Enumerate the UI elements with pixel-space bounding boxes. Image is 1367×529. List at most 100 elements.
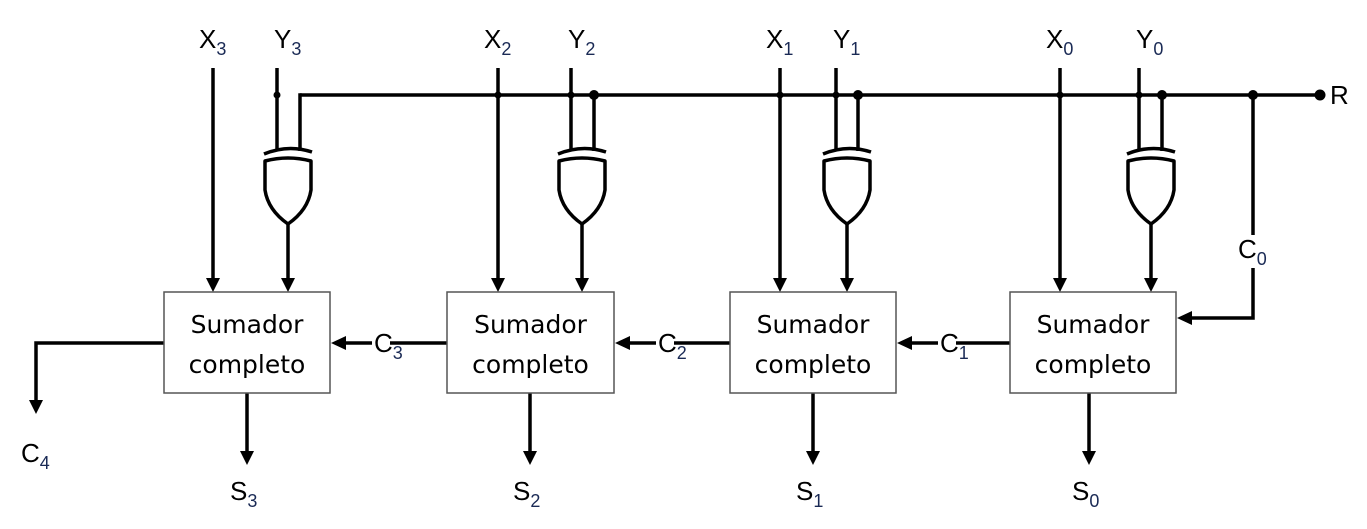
stage-bit-3-carry-arrow-icon (331, 336, 346, 350)
stage-bit-2-carry-arrow-icon (615, 336, 630, 350)
stage-bit-0-y-crossing-dot (1135, 91, 1143, 99)
xor-gate-body (557, 156, 607, 226)
stage-bit-0-xor-arrow-icon (1144, 278, 1158, 292)
stage-bit-3-x-label-subscript: 3 (216, 39, 226, 59)
stage-bit-3-y-label-base: Y (274, 24, 291, 54)
carry-in-tap-dot (1248, 90, 1258, 100)
carry-in-label: C0 (1238, 234, 1267, 269)
stage-bit-2-block-label-line2: completo (472, 350, 589, 379)
xor-input-arc (1126, 146, 1176, 156)
stage-bit-0-y-label: Y0 (1136, 24, 1163, 59)
stage-bit-1-x-arrow-icon (773, 278, 787, 292)
stage-bit-1-carry-label-base: C (940, 328, 959, 358)
components-layer (29, 89, 1326, 465)
stage-bit-3-carry-label-base: C (374, 328, 393, 358)
stage-bit-2-full-adder-block (446, 291, 615, 394)
stage-bit-2-xor-gate-icon (557, 146, 607, 226)
stage-bit-3-x-label: X3 (199, 24, 226, 59)
stage-bit-1-y-label-subscript: 1 (850, 39, 860, 59)
stage-bit-3-sum-label: S3 (230, 476, 257, 511)
stage-bit-3-sum-arrow-icon (240, 451, 254, 465)
stage-bit-1-y-label-base: Y (833, 24, 850, 54)
stage-bit-0-r-tap-dot (1157, 90, 1167, 100)
stage-bit-3-block-label-line1: Sumador (191, 310, 305, 339)
stage-bit-0-x-arrow-icon (1053, 278, 1067, 292)
stage-bit-2-xor-arrow-icon (575, 278, 589, 292)
carry-out-label-base: C (21, 438, 40, 468)
stage-bit-1-carry-label-subscript: 1 (959, 343, 969, 363)
stage-bit-1-block-label-line1: Sumador (757, 310, 871, 339)
stage-bit-1-carry-label: C1 (940, 328, 969, 363)
carry-in-label-base: C (1238, 234, 1257, 264)
stage-bit-3-carry-label: C3 (374, 328, 403, 363)
stage-bit-3-y-label-subscript: 3 (291, 39, 301, 59)
stage-bit-3-carry-label-subscript: 3 (393, 343, 403, 363)
stage-bit-2-y-label-subscript: 2 (585, 39, 595, 59)
stage-bit-3-sum-label-base: S (230, 476, 247, 506)
stage-bit-3-block-label-line2: completo (189, 350, 306, 379)
xor-gate-body (1126, 156, 1176, 226)
stage-bit-1-full-adder-block (729, 291, 897, 394)
stage-bit-3-xor-arrow-icon (281, 278, 295, 292)
stage-bit-1-block-label-line2: completo (755, 350, 872, 379)
stage-bit-2-x-label-subscript: 2 (501, 39, 511, 59)
stage-bit-2-r-tap-dot (589, 90, 599, 100)
stage-bit-2-y-label: Y2 (568, 24, 595, 59)
stage-bit-2-carry-label: C2 (658, 328, 687, 363)
stage-bit-2-carry-label-base: C (658, 328, 677, 358)
stage-bit-1-carry-arrow-icon (897, 336, 912, 350)
control-input-terminal (1314, 89, 1326, 101)
stage-bit-0-sum-label: S0 (1072, 476, 1099, 511)
xor-input-arc (822, 146, 872, 156)
stage-bit-2-y-label-base: Y (568, 24, 585, 54)
stage-bit-0-x-label: X0 (1046, 24, 1073, 59)
stage-bit-2-x-label-base: X (484, 24, 501, 54)
carry-in-wire-bottom (1192, 268, 1255, 320)
stage-bit-1-x-label-base: X (766, 24, 783, 54)
wires-layer (34, 68, 1320, 451)
stage-bit-0-x-label-base: X (1046, 24, 1063, 54)
carry-in-label-subscript: 0 (1257, 249, 1267, 269)
stage-bit-0-block-label-line2: completo (1035, 350, 1152, 379)
stage-bit-0-block-label-line1: Sumador (1037, 310, 1151, 339)
stage-bit-3-y-crossing-dot (273, 91, 281, 99)
stage-bit-2-x-crossing-dot (494, 91, 502, 99)
carry-out-label-subscript: 4 (40, 453, 50, 473)
stage-bit-1-y-label: Y1 (833, 24, 860, 59)
stage-bit-0-x-crossing-dot (1056, 91, 1064, 99)
stage-bit-1-y-crossing-dot (832, 91, 840, 99)
stage-bit-1-x-crossing-dot (776, 91, 784, 99)
stage-bit-3-x-arrow-icon (206, 278, 220, 292)
stage-bit-0-y-label-base: Y (1136, 24, 1153, 54)
xor-gate-body (822, 156, 872, 226)
stage-bit-3-x-label-base: X (199, 24, 216, 54)
carry-out-arrow-icon (29, 400, 43, 414)
stage-bit-3-sum-label-subscript: 3 (247, 491, 257, 511)
carry-in-arrow-icon (1177, 311, 1192, 325)
stage-bit-0-x-label-subscript: 0 (1063, 39, 1073, 59)
stage-bit-1-xor-gate-icon (822, 146, 872, 226)
stage-bit-2-x-arrow-icon (491, 278, 505, 292)
stage-bit-0-xor-gate-icon (1126, 146, 1176, 226)
stage-bit-1-sum-label-base: S (796, 476, 813, 506)
stage-bit-0-y-label-subscript: 0 (1153, 39, 1163, 59)
stage-bit-0-sum-label-base: S (1072, 476, 1089, 506)
stage-bit-2-x-label: X2 (484, 24, 511, 59)
stage-bit-3-y-label: Y3 (274, 24, 301, 59)
stage-bit-2-sum-label-base: S (513, 476, 530, 506)
stage-bit-1-x-label-subscript: 1 (783, 39, 793, 59)
stage-bit-2-y-crossing-dot (567, 91, 575, 99)
stage-bit-1-xor-arrow-icon (840, 278, 854, 292)
stage-bit-0-full-adder-block (1009, 291, 1177, 394)
stage-bit-2-sum-label: S2 (513, 476, 540, 511)
carry-out-label: C4 (21, 438, 50, 473)
stage-bit-1-sum-arrow-icon (806, 451, 820, 465)
carry-out-wire (34, 341, 164, 400)
stage-bit-1-r-tap-dot (853, 90, 863, 100)
xor-gate-body (263, 156, 313, 226)
xor-input-arc (263, 146, 313, 156)
xor-input-arc (557, 146, 607, 156)
stage-bit-1-sum-label: S1 (796, 476, 823, 511)
